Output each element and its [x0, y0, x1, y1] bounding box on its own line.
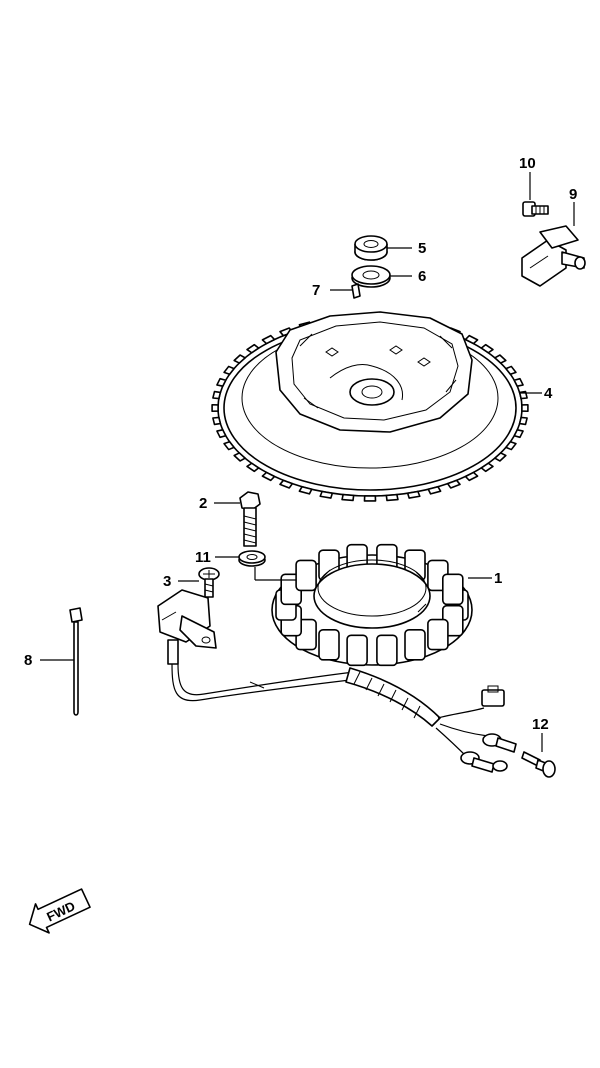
leader-lines: [40, 172, 575, 752]
stator-coil: [318, 628, 340, 661]
callout-8: 8: [24, 652, 32, 669]
stator-coil: [295, 559, 317, 592]
flywheel-tooth: [513, 377, 524, 387]
part-8-cable-tie: [69, 607, 83, 716]
stator-coil: [427, 618, 449, 651]
flywheel-tooth: [261, 334, 276, 345]
flywheel-tooth: [494, 452, 507, 462]
flywheel-tooth: [216, 429, 227, 439]
stator-coil: [346, 634, 368, 667]
flywheel-tooth: [406, 490, 421, 499]
flywheel-tooth: [212, 416, 222, 426]
callout-11: 11: [195, 549, 211, 566]
part-6-washer: [351, 265, 391, 288]
flywheel-tooth: [298, 485, 313, 495]
flywheel-tooth: [223, 440, 235, 451]
flywheel-tooth: [363, 495, 377, 502]
part-12-terminal: [521, 751, 556, 778]
flywheel-tooth: [427, 485, 442, 495]
callout-7: 7: [312, 282, 320, 299]
flywheel-tooth: [513, 429, 524, 439]
part-10-bolt: [522, 201, 549, 217]
stator-coil: [376, 634, 398, 667]
fwd-direction-arrow: FWD: [28, 888, 91, 934]
flywheel-tooth: [211, 403, 219, 413]
callout-4: 4: [544, 385, 553, 402]
flywheel-tooth: [505, 440, 517, 451]
callout-3: 3: [163, 573, 171, 590]
callout-12: 12: [532, 716, 549, 733]
callout-1: 1: [494, 570, 502, 587]
flywheel-tooth: [494, 354, 507, 364]
callout-10: 10: [519, 155, 536, 172]
flywheel-tooth: [246, 462, 260, 473]
flywheel-tooth: [521, 403, 529, 413]
part-9-sensor: [521, 225, 586, 287]
flywheel-tooth: [464, 471, 479, 482]
stator-coil: [404, 628, 426, 661]
flywheel-tooth: [233, 452, 246, 462]
callout-9: 9: [569, 186, 577, 203]
flywheel-tooth: [480, 343, 494, 354]
part-4-flywheel: [211, 311, 529, 502]
pulser-coil-harness: [157, 589, 517, 773]
flywheel-tooth: [480, 462, 494, 473]
part-7-key: [351, 283, 361, 299]
flywheel-tooth: [223, 365, 235, 376]
flywheel-tooth: [246, 343, 260, 354]
part-2-bolt: [239, 491, 261, 547]
part-1-stator: [271, 543, 473, 667]
part-3-screw: [198, 567, 220, 598]
callout-5: 5: [418, 240, 426, 257]
part-5-nut: [354, 235, 388, 261]
callout-6: 6: [418, 268, 426, 285]
flywheel-tooth: [385, 493, 399, 502]
flywheel-tooth: [341, 493, 355, 502]
flywheel-tooth: [212, 390, 222, 400]
flywheel-tooth: [319, 490, 334, 499]
stator-coil: [441, 573, 464, 606]
flywheel-tooth: [216, 377, 227, 387]
callout-labels: 1 2 3 4 5 6 7 8 9 10 11 12: [24, 155, 577, 733]
flywheel-tooth: [261, 471, 276, 482]
flywheel-tooth: [464, 334, 479, 345]
callout-2: 2: [199, 495, 207, 512]
flywheel-tooth: [505, 365, 517, 376]
flywheel-tooth: [279, 479, 294, 489]
flywheel-tooth: [518, 416, 528, 426]
flywheel-tooth: [233, 354, 246, 364]
flywheel-tooth: [446, 479, 461, 489]
part-11-washer: [238, 550, 266, 567]
